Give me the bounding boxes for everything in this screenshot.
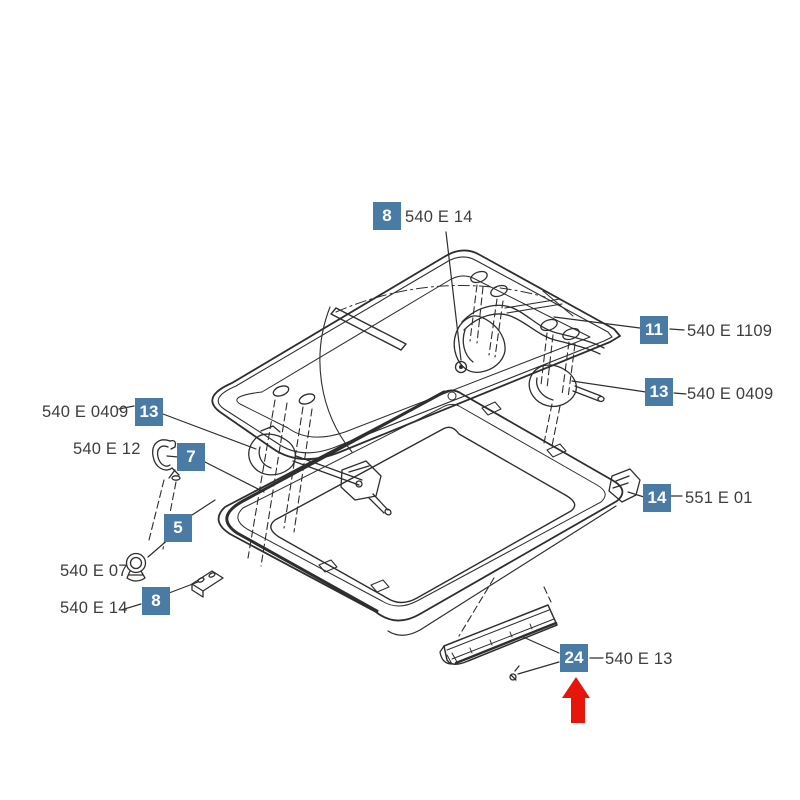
deflector-band [462, 305, 604, 348]
screw [510, 666, 519, 680]
lid-swing-arc [320, 307, 352, 452]
hinge-scoop-left-side [249, 434, 296, 475]
part-number-label-14: 551 E 01 [685, 489, 753, 507]
hinge-pin [573, 386, 601, 401]
clip-part-drawing [153, 440, 180, 480]
leader-13-right [572, 381, 686, 394]
hinge-bracket-right-drawing [454, 305, 604, 406]
part-number-label-8-left: 540 E 14 [60, 599, 128, 617]
strip-end-flap [440, 646, 452, 664]
callout-badge-14[interactable]: 14 [643, 484, 671, 512]
callout-badge-8-left[interactable]: 8 [142, 587, 170, 615]
callout-badge-24[interactable]: 24 [560, 644, 588, 672]
leader-14 [628, 492, 682, 497]
part-number-label-5: 540 E 07 [60, 562, 128, 580]
lid-drawing [212, 250, 620, 459]
lid-hinge-bar [331, 308, 406, 350]
frame-skirt [388, 506, 616, 635]
part-number-label-7: 540 E 12 [73, 440, 141, 458]
leader-11 [554, 317, 684, 330]
leader-8-left [121, 582, 198, 610]
leader-7 [167, 456, 264, 492]
callout-badge-13-right[interactable]: 13 [645, 378, 673, 406]
part-number-label-8-top: 540 E 14 [405, 208, 473, 226]
lid-edge-strut [505, 291, 573, 316]
strip-outline [444, 605, 557, 664]
hinge-scoop-left [454, 316, 505, 373]
frame-opening [271, 427, 575, 602]
crank-paddle [341, 461, 381, 500]
part-number-label-13-right: 540 E 0409 [687, 385, 774, 403]
part-number-label-24: 540 E 13 [605, 650, 673, 668]
crank-rod [293, 456, 362, 485]
ring-part-drawing [127, 554, 146, 582]
lid-screw-bosses [272, 269, 581, 406]
leader-lines [119, 232, 686, 674]
callout-badge-7[interactable]: 7 [177, 443, 205, 471]
leader-8-top [446, 232, 461, 360]
frame-corner-stud [448, 392, 456, 400]
part-number-label-13-left: 540 E 0409 [42, 403, 129, 421]
crank-pin [369, 494, 388, 513]
bracket-part-drawing [192, 571, 223, 597]
frame-seal-band [227, 392, 444, 611]
callout-badge-13-left[interactable]: 13 [135, 398, 163, 426]
frame-profile-line [238, 404, 605, 606]
callout-badge-8-top[interactable]: 8 [373, 202, 401, 230]
lid-flange-line [237, 276, 590, 437]
callout-badge-5[interactable]: 5 [164, 514, 192, 542]
callout-badge-11[interactable]: 11 [640, 316, 668, 344]
leader-24 [518, 637, 603, 674]
washer [456, 362, 467, 373]
leader-13-left [119, 406, 256, 449]
lid-outline [212, 250, 620, 459]
hinge-scoop-right [529, 365, 576, 406]
lid-centerline-arc [336, 285, 545, 312]
trim-strip-drawing [440, 605, 557, 680]
lid-rim-line [218, 257, 612, 453]
frame-tabs [319, 402, 566, 592]
mounting-frame-drawing [219, 390, 640, 635]
part-number-label-11: 540 E 1109 [687, 322, 773, 340]
frame-outline [219, 390, 623, 620]
red-arrow-up-icon [562, 677, 590, 723]
latch-piece [609, 469, 640, 502]
crank-handle-drawing [249, 426, 392, 516]
strip-shadow-edge [456, 623, 556, 663]
